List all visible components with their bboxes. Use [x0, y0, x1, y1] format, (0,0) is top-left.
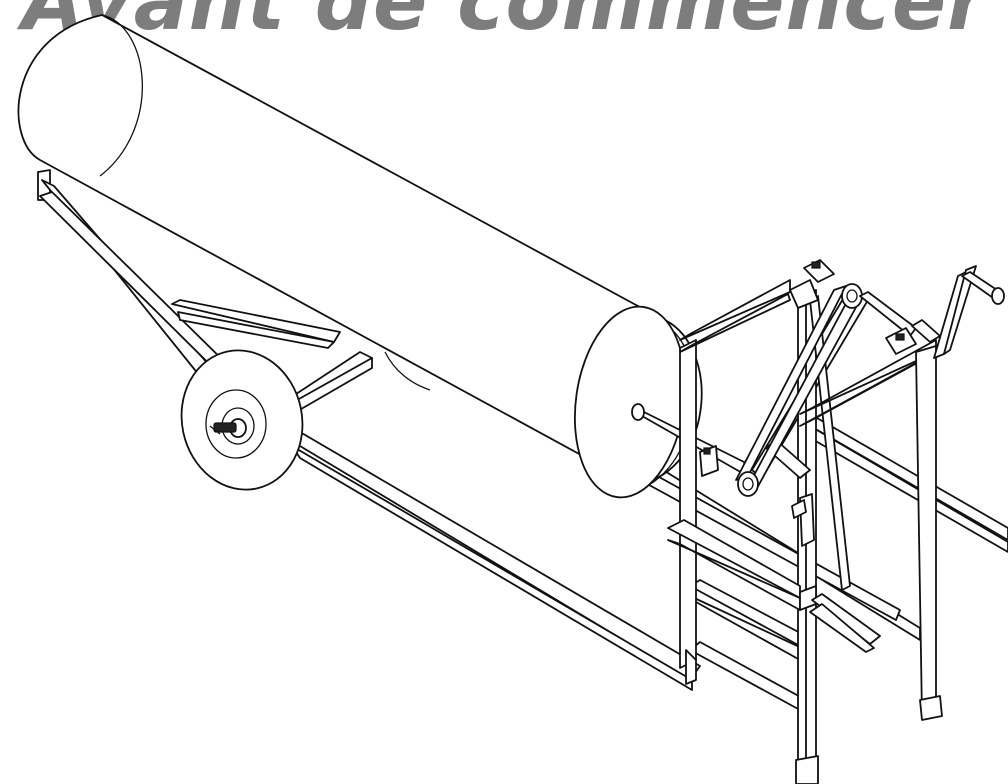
crank-handle: [911, 265, 1005, 359]
page-heading: Avant de commencer: [22, 0, 988, 48]
belt-drive: [699, 259, 917, 547]
left-wheel: [180, 349, 304, 491]
